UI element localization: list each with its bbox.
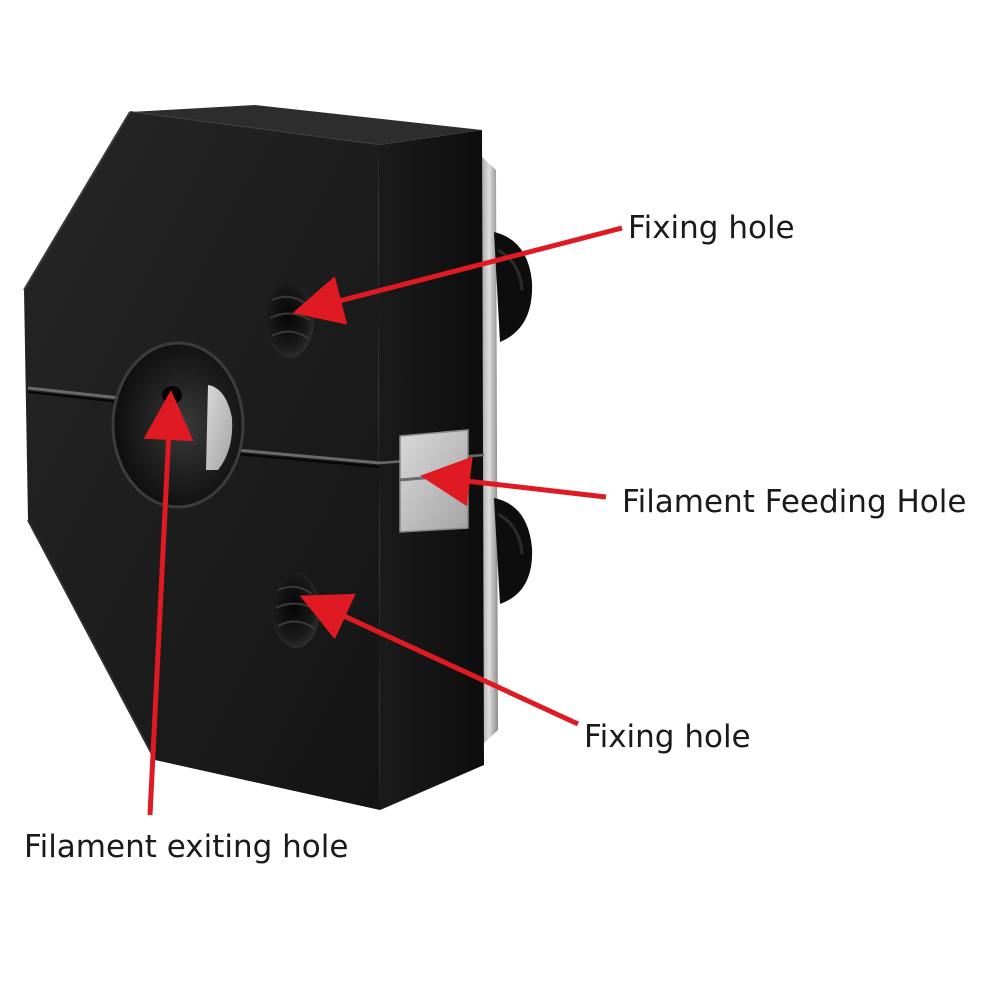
arrow-exiting-hole — [143, 390, 194, 816]
label-exiting-hole: Filament exiting hole — [24, 829, 348, 865]
filament-exit-bore — [111, 341, 245, 509]
filament-connector-block — [23, 105, 533, 810]
rear-nut-top — [494, 232, 533, 342]
label-feeding-hole: Filament Feeding Hole — [622, 484, 966, 520]
back-plate — [480, 155, 498, 745]
callout-labels: Fixing hole Filament Feeding Hole Fixing… — [24, 210, 966, 865]
fixing-hole-bottom — [272, 572, 320, 648]
callout-arrows — [143, 225, 623, 816]
fixing-hole-top — [266, 282, 314, 358]
arrow-feeding-hole — [420, 456, 607, 507]
arrow-fixing-hole-bottom — [299, 593, 580, 727]
label-fixing-hole-top: Fixing hole — [628, 210, 795, 246]
arrow-fixing-hole-top — [292, 225, 623, 325]
label-fixing-hole-bottom: Fixing hole — [584, 719, 751, 755]
rear-nut-bottom — [494, 498, 533, 604]
split-line — [27, 386, 381, 468]
